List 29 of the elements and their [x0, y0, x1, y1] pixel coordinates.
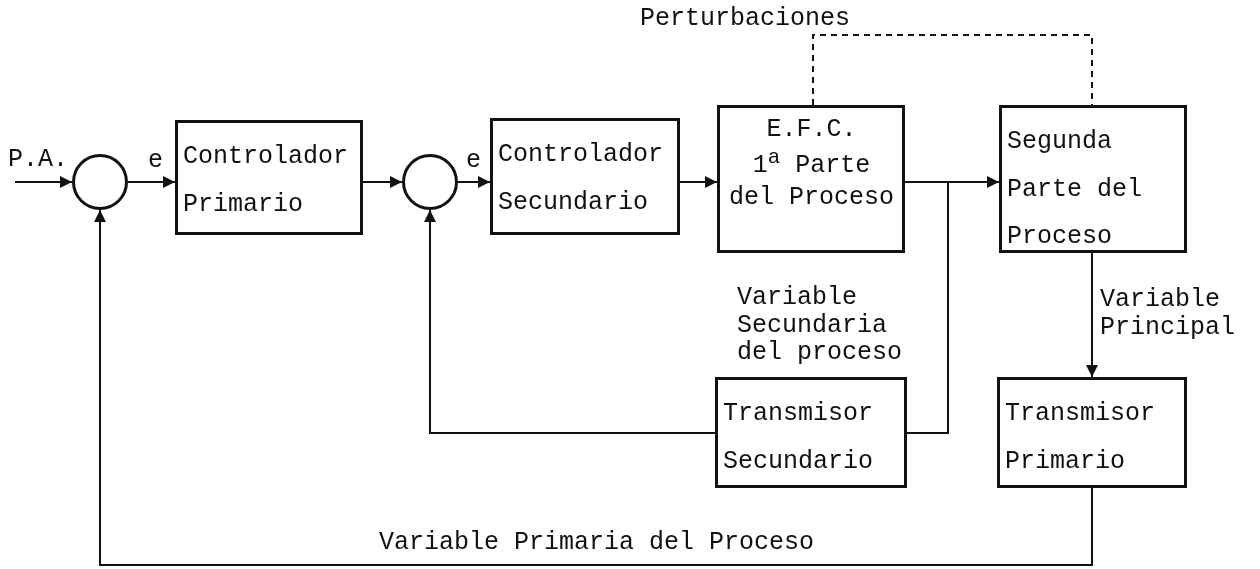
block-box	[997, 377, 1187, 488]
connector-line	[904, 181, 949, 434]
arrow	[1086, 252, 1098, 378]
block-label: Primario	[183, 188, 305, 221]
arrow	[127, 176, 176, 188]
block-label: Transmisor	[723, 398, 875, 430]
block-box	[717, 105, 905, 253]
arrow	[14, 176, 73, 188]
block-label: Segunda Parte del Proceso	[1007, 126, 1144, 253]
block-box	[490, 118, 680, 235]
summing-junction-circle	[402, 154, 458, 210]
dashed-line	[812, 34, 1093, 106]
block-label: Secundario	[498, 186, 650, 219]
block-label: E.F.C.	[765, 114, 858, 146]
arrow	[457, 176, 491, 188]
block-box	[715, 377, 907, 488]
block-label: Primario	[1005, 445, 1127, 478]
block-label: Controlador	[498, 139, 665, 171]
block-label: 1$^{a}$ Parte del Proceso	[728, 145, 895, 214]
summing-junction-circle	[72, 154, 128, 210]
arrow	[94, 209, 1093, 566]
arrow	[362, 176, 403, 188]
arrow	[679, 176, 718, 188]
block-box	[999, 105, 1187, 253]
block-label: Transmisor	[1005, 398, 1157, 430]
block-label: Secundario	[723, 445, 875, 478]
arrow	[424, 209, 716, 434]
block-box	[175, 120, 363, 235]
block-label: Controlador	[183, 141, 350, 173]
